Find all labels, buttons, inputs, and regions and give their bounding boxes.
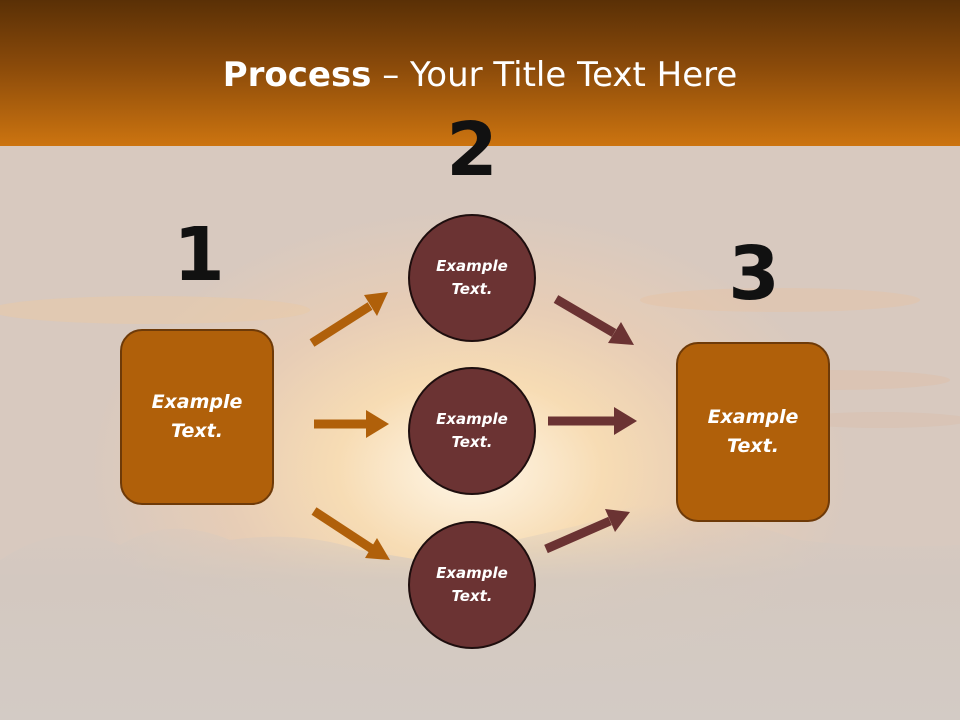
title-bold: Process xyxy=(222,55,372,95)
step-number-2: 2 xyxy=(446,107,498,193)
circle-top-text: Example Text. xyxy=(436,257,508,298)
arrow-1-to-bottom xyxy=(311,507,390,560)
arrow-bottom-to-3 xyxy=(544,509,630,554)
step-3-text: Example Text. xyxy=(707,406,799,457)
step-number-1: 1 xyxy=(173,212,225,298)
circle-bottom-text: Example Text. xyxy=(436,564,508,605)
title-rest: – Your Title Text Here xyxy=(371,55,738,95)
arrow-1-to-middle xyxy=(314,410,389,438)
step-1-text: Example Text. xyxy=(151,391,243,442)
step-3-box[interactable]: Example Text. xyxy=(676,342,830,522)
step-2-circle-middle[interactable]: Example Text. xyxy=(408,367,536,495)
arrow-top-to-3 xyxy=(553,295,634,345)
header-bar xyxy=(0,0,960,146)
step-2-circle-top[interactable]: Example Text. xyxy=(408,214,536,342)
step-2-circle-bottom[interactable]: Example Text. xyxy=(408,521,536,649)
slide-title: Process – Your Title Text Here xyxy=(0,52,960,98)
step-number-3: 3 xyxy=(728,231,780,317)
arrow-1-to-top xyxy=(309,292,388,347)
arrow-middle-to-3 xyxy=(548,407,637,435)
step-1-box[interactable]: Example Text. xyxy=(120,329,274,505)
circle-middle-text: Example Text. xyxy=(436,410,508,451)
